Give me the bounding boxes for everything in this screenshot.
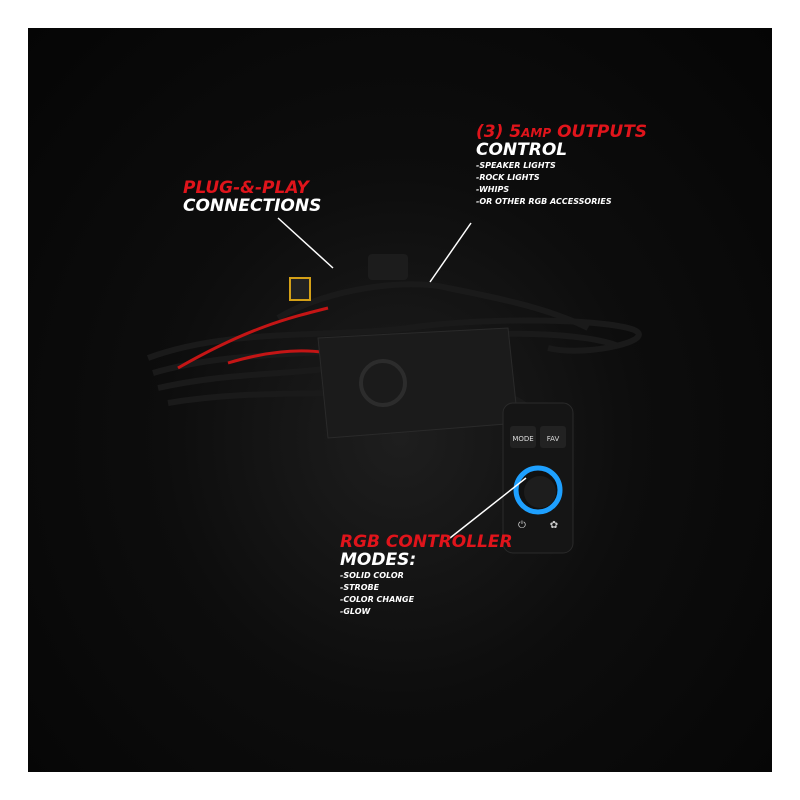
callout-title: RGB CONTROLLER [340,532,513,552]
red-wire [177,306,329,370]
product-illustration: MODE FAV ⏻ ✿ [146,217,642,554]
fav-button: FAV [547,435,560,443]
callout-title: PLUG-&-PLAY [183,178,309,198]
list-item: -COLOR CHANGE [340,594,415,604]
product-image: MODE FAV ⏻ ✿ PLUG-&-PLAY CONNECTIONS (3)… [28,28,772,772]
outputs-callout: (3) 5AMP OUTPUTS CONTROL -SPEAKER LIGHTS… [476,122,648,208]
callout-subtitle: CONTROL [476,139,568,160]
list-item: -GLOW [340,606,371,616]
rgb-controller-callout: RGB CONTROLLER MODES: -SOLID COLOR -STRO… [340,532,513,618]
callout-subtitle: CONNECTIONS [183,195,322,216]
connector [289,277,311,301]
list-item: -OR OTHER RGB ACCESSORIES [476,196,612,206]
power-icon: ⏻ [518,520,526,531]
list-item: -SOLID COLOR [340,570,404,580]
list-item: -SPEAKER LIGHTS [476,160,556,170]
plug-and-play-callout: PLUG-&-PLAY CONNECTIONS [183,178,322,216]
rgb-controller-switch: MODE FAV ⏻ ✿ [502,402,574,554]
list-item: -WHIPS [476,184,510,194]
callout-title: (3) 5AMP OUTPUTS [476,122,648,142]
sw-logo-icon [359,359,407,407]
list-item: -ROCK LIGHTS [476,172,540,182]
connector [368,254,408,280]
control-module [317,327,519,439]
list-item: -STROBE [340,582,380,592]
rgb-icon: ✿ [550,520,558,531]
mode-button: MODE [512,435,533,443]
callout-lines [277,217,527,539]
callout-subtitle: MODES: [340,549,417,570]
